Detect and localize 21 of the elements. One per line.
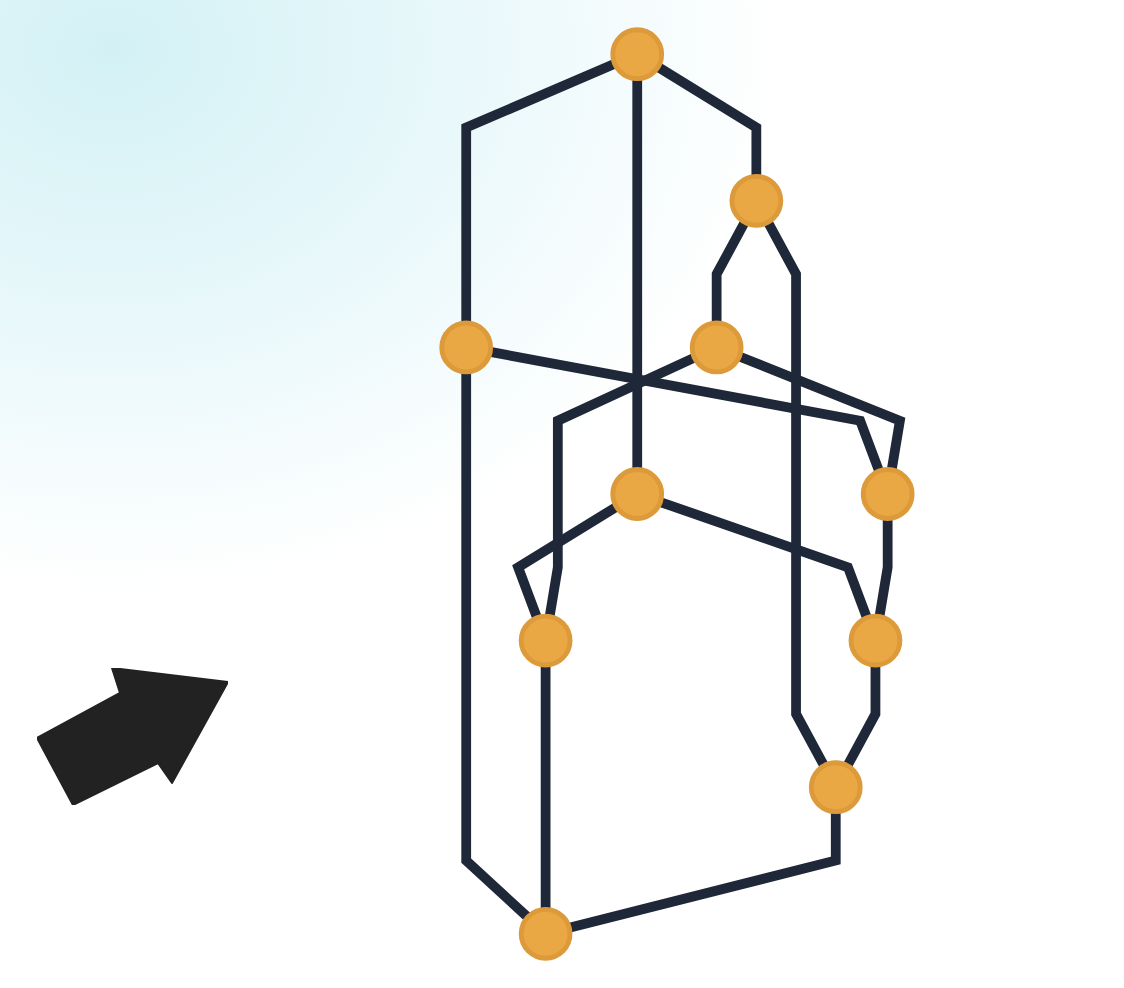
node-circle [610, 467, 665, 521]
connector [658, 497, 872, 620]
connector [512, 502, 620, 620]
connector [568, 811, 841, 933]
node-circle [848, 613, 903, 668]
node-circle [439, 320, 494, 375]
node-circle [729, 173, 784, 228]
node-circle [808, 760, 863, 815]
connector [632, 78, 643, 470]
connector [540, 665, 551, 910]
node-circle [860, 467, 915, 521]
connector [843, 665, 881, 769]
node-circle [610, 27, 665, 82]
node-circle [518, 613, 573, 668]
connector [489, 347, 884, 473]
connector [655, 62, 762, 177]
connector [461, 59, 617, 323]
connector [711, 219, 750, 323]
connector [737, 351, 906, 471]
node-circle [518, 906, 573, 961]
node-circle [689, 320, 744, 375]
